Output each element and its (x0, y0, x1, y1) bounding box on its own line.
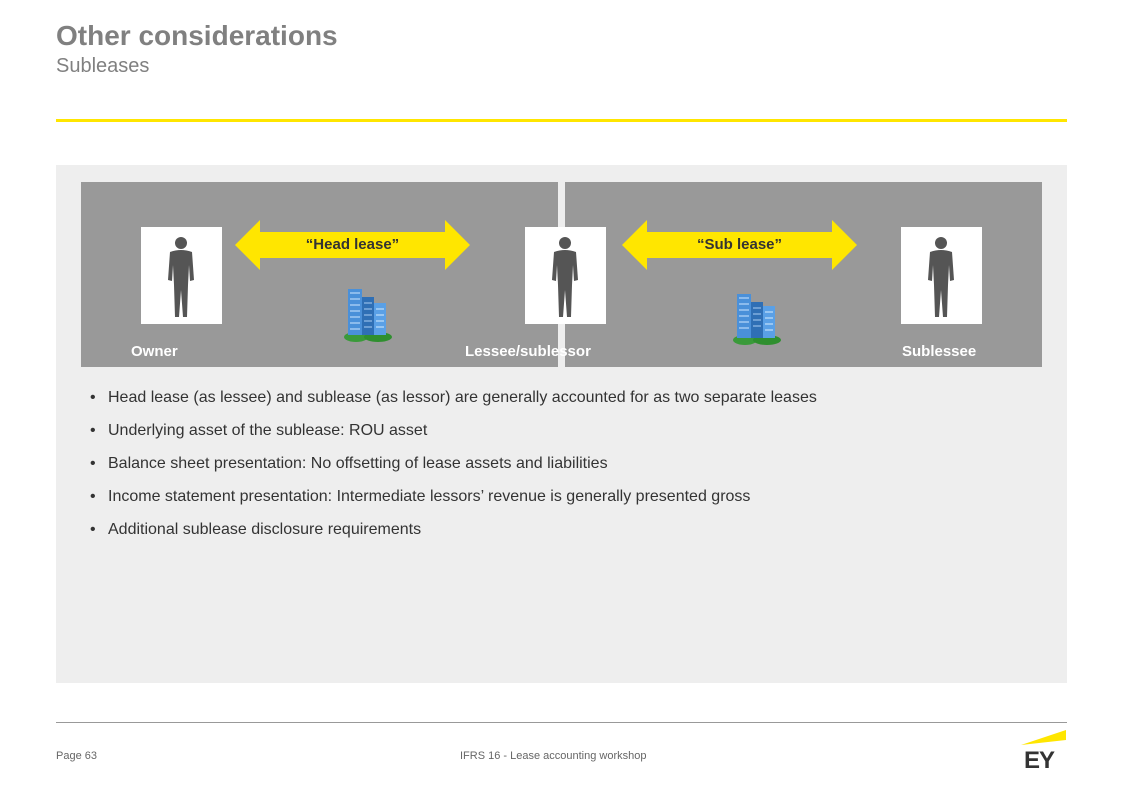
person-icon (165, 235, 197, 319)
bullet-text: Balance sheet presentation: No offsettin… (108, 451, 608, 484)
role-owner: Owner (131, 343, 178, 360)
head-lease-label: “Head lease” (265, 236, 440, 253)
ey-logo-beam (1021, 728, 1067, 748)
title-underline (56, 119, 1067, 122)
building-icon (342, 285, 394, 343)
bullet-item: •Income statement presentation: Intermed… (90, 484, 817, 517)
footer-divider (56, 722, 1067, 723)
page-title: Other considerations (56, 20, 338, 52)
person-icon (925, 235, 957, 319)
sub-lease-label: “Sub lease” (652, 236, 827, 253)
page-number: Page 63 (56, 750, 97, 762)
footer-title: IFRS 16 - Lease accounting workshop (460, 750, 647, 762)
bullet-text: Income statement presentation: Intermedi… (108, 484, 750, 517)
role-sublessee: Sublessee (902, 343, 976, 360)
bullet-item: •Underlying asset of the sublease: ROU a… (90, 418, 817, 451)
lessee-card (525, 227, 606, 324)
sublessee-card (901, 227, 982, 324)
role-lessee-sublessor: Lessee/sublessor (465, 343, 591, 360)
bullet-text: Underlying asset of the sublease: ROU as… (108, 418, 427, 451)
ey-logo: EY (1024, 747, 1054, 775)
bullet-text: Additional sublease disclosure requireme… (108, 517, 421, 550)
bullet-item: •Head lease (as lessee) and sublease (as… (90, 385, 817, 418)
bullet-text: Head lease (as lessee) and sublease (as … (108, 385, 817, 418)
bullet-item: •Additional sublease disclosure requirem… (90, 517, 817, 550)
owner-card (141, 227, 222, 324)
bullet-list: •Head lease (as lessee) and sublease (as… (90, 385, 817, 550)
page-subtitle: Subleases (56, 55, 149, 78)
bullet-item: •Balance sheet presentation: No offsetti… (90, 451, 817, 484)
building-icon (731, 290, 783, 346)
person-icon (549, 235, 581, 319)
